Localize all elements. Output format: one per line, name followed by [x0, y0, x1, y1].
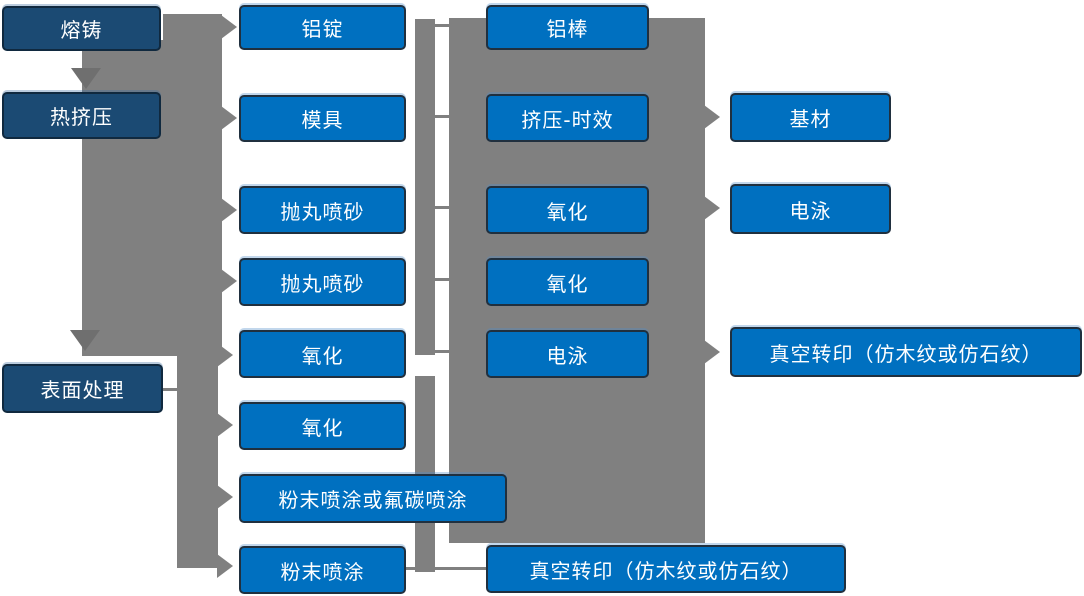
arrow-to-oxidize-2-icon: [217, 413, 233, 437]
arrow-to-shot-blast-2-icon: [221, 269, 237, 293]
node-hot-extrude: 热挤压: [2, 92, 161, 139]
wire-row3: [435, 206, 449, 209]
arrow-to-powder-fluoro-icon: [217, 485, 233, 509]
connector-left-lower-bus: [177, 338, 218, 568]
node-vacuum-2: 真空转印（仿木纹或仿石纹）: [730, 327, 1082, 377]
arrow-to-surface-icon: [70, 330, 100, 351]
node-oxidize-2: 氧化: [239, 402, 406, 450]
node-al-rod: 铝棒: [486, 5, 649, 50]
connector-left-top-arm: [163, 14, 222, 40]
node-al-ingot: 铝锭: [239, 5, 406, 50]
node-oxidize-4: 氧化: [486, 258, 649, 306]
node-oxidize-3: 氧化: [486, 186, 649, 234]
wire-row4: [435, 278, 449, 281]
node-base-mat: 基材: [730, 93, 891, 142]
arrow-to-vacuum-2-icon: [704, 340, 720, 364]
node-shot-blast-1: 抛丸喷砂: [239, 186, 406, 234]
arrow-to-powder-icon: [217, 554, 233, 578]
wire-bottom-left: [405, 567, 415, 570]
node-extrude-age: 挤压-时效: [486, 94, 649, 142]
node-powder: 粉末喷涂: [239, 546, 406, 594]
node-electro-1: 电泳: [486, 330, 649, 378]
wire-surface-link: [161, 388, 177, 391]
node-surface: 表面处理: [2, 364, 163, 413]
connector-mid-bus-upper: [415, 19, 435, 355]
arrow-to-oxidize-1-icon: [217, 343, 233, 367]
node-oxidize-1: 氧化: [239, 330, 406, 378]
wire-row1: [435, 24, 449, 27]
arrow-to-hot-extrude-icon: [71, 68, 101, 89]
arrow-to-al-ingot-icon: [221, 15, 237, 39]
arrow-to-electro-2-icon: [704, 196, 720, 220]
node-powder-fluoro: 粉末喷涂或氟碳喷涂: [239, 474, 507, 523]
node-vacuum-1: 真空转印（仿木纹或仿石纹）: [486, 545, 846, 593]
wire-bottom-right: [435, 567, 486, 570]
connector-left-main-bus: [82, 40, 222, 356]
arrow-to-shot-blast-1-icon: [221, 198, 237, 222]
node-mold: 模具: [239, 95, 406, 142]
node-shot-blast-2: 抛丸喷砂: [239, 258, 406, 306]
arrow-to-base-mat-icon: [704, 105, 720, 129]
arrow-to-mold-icon: [221, 106, 237, 130]
wire-row5: [435, 350, 449, 353]
node-melt: 熔铸: [2, 6, 161, 51]
node-electro-2: 电泳: [730, 184, 891, 234]
wire-row2: [435, 115, 449, 118]
